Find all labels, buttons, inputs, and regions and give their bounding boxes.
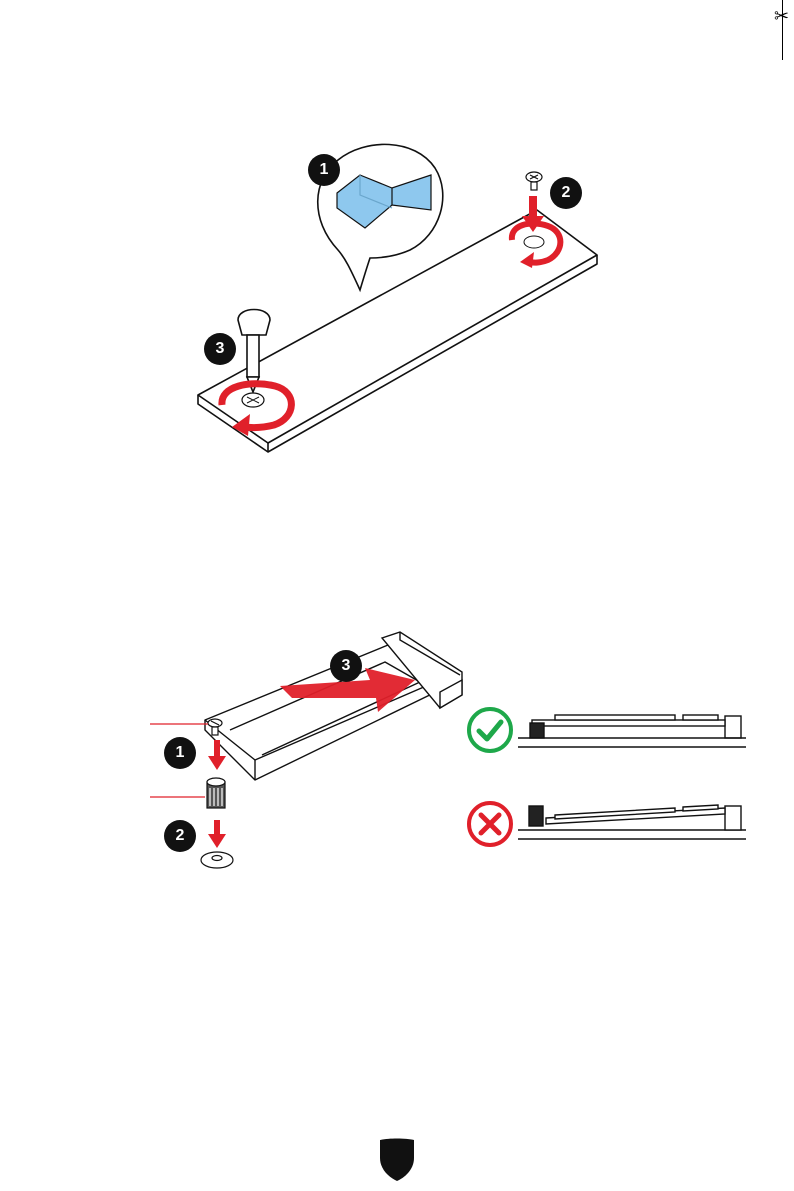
check-icon (466, 706, 516, 756)
figure-1-heatsink-removal (0, 0, 794, 480)
step-badge-fig2-1: 1 (164, 737, 196, 769)
side-view-correct (518, 715, 746, 747)
shield-logo-icon (378, 1136, 416, 1182)
screw-hole-top (524, 236, 544, 248)
step-badge-fig2-3: 3 (330, 650, 362, 682)
cross-icon (466, 800, 516, 850)
screw-top (526, 172, 542, 190)
step-badge-1: 1 (308, 154, 340, 186)
step-badge-2: 2 (550, 177, 582, 209)
arrow-down-screw (208, 740, 226, 770)
figure-2-ssd-install (0, 620, 794, 920)
standoff (207, 778, 225, 808)
step-badge-3: 3 (204, 333, 236, 365)
arrow-down-standoff (208, 820, 226, 848)
washer (201, 852, 233, 868)
step-badge-fig2-2: 2 (164, 820, 196, 852)
side-view-incorrect (518, 805, 746, 839)
